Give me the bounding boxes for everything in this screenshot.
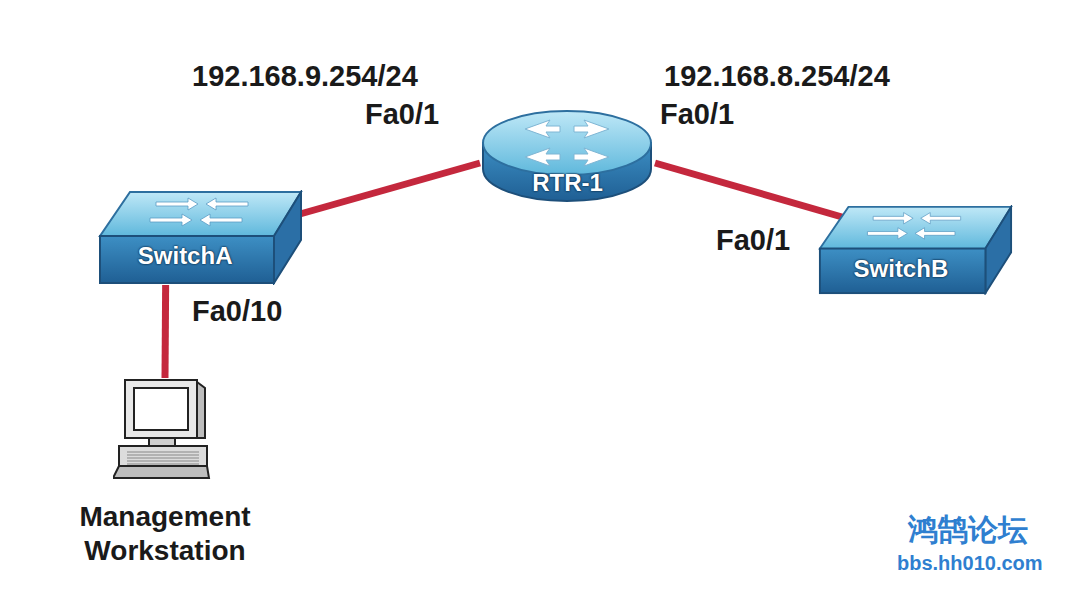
ip-address: 192.168.8.254/24 [664,62,890,91]
workstation-icon: Management Workstation [45,378,285,567]
ip-address: 192.168.9.254/24 [192,62,418,91]
ethernet-link [162,285,170,378]
interface-name: Fa0/1 [716,226,790,255]
node-label: Management Workstation [45,500,285,567]
watermark: 鸿鹄论坛 [908,515,1028,545]
router-icon: RTR-1 [480,105,655,205]
node-label: SwitchA [98,242,272,270]
switch-body [98,190,303,285]
interface-name: Fa0/10 [192,297,282,326]
watermark: bbs.hh010.com [897,553,1043,573]
node-label: SwitchB [818,255,984,283]
ethernet-link [655,163,847,219]
ethernet-link [301,163,480,214]
switch-icon: SwitchB [818,205,1013,295]
interface-name: Fa0/1 [660,100,734,129]
switch-icon: SwitchA [98,190,303,285]
node-label: RTR-1 [480,169,655,197]
pc-icon [113,378,217,482]
interface-name: Fa0/1 [365,100,439,129]
